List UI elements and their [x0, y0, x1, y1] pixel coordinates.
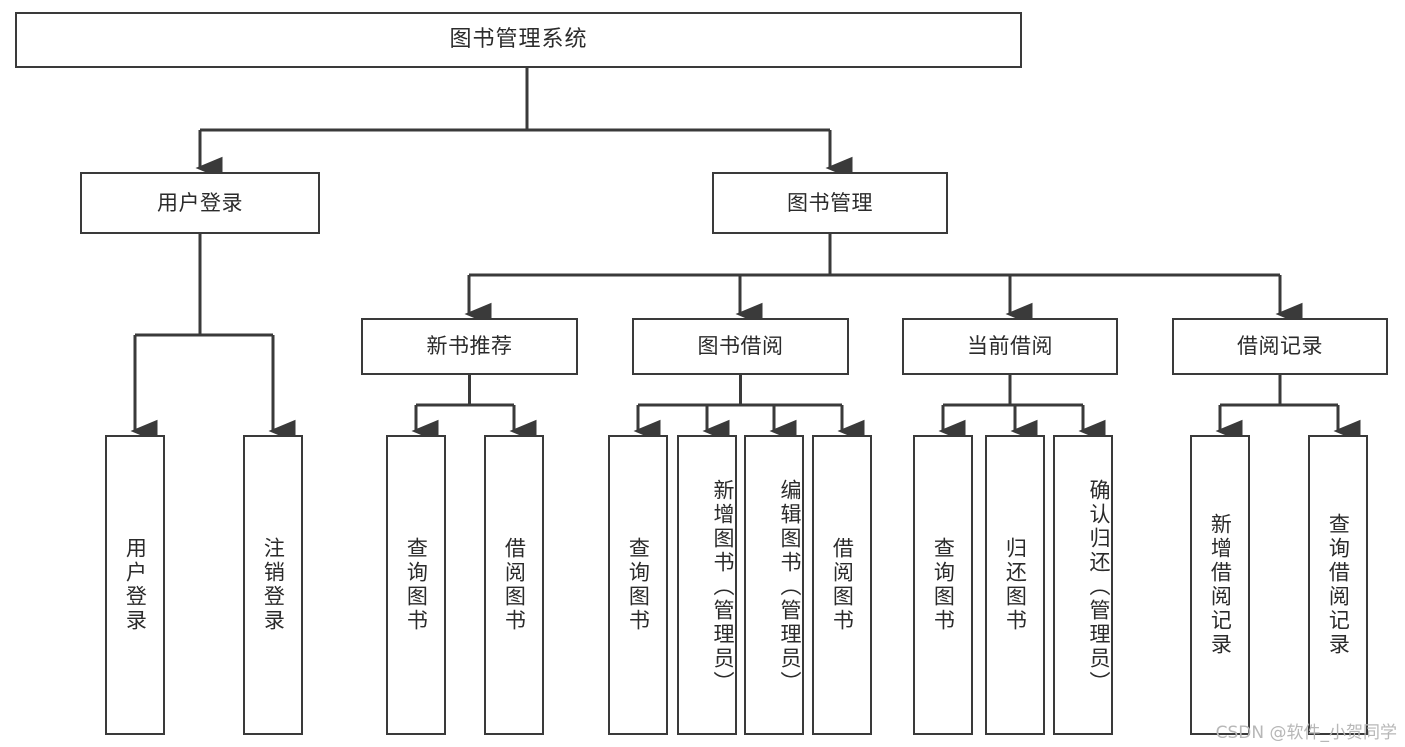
node-label: 确认归还（管理员）	[1087, 479, 1111, 695]
node-leaf-6: 编辑图书（管理员）	[744, 435, 804, 735]
node-level2-1: 图书管理	[712, 172, 948, 234]
node-label: 归还图书	[1003, 537, 1028, 633]
node-label: 查询借阅记录	[1326, 513, 1351, 657]
node-level3-0: 新书推荐	[361, 318, 578, 375]
node-label: 查询图书	[931, 537, 956, 633]
node-leaf-1: 注销登录	[243, 435, 303, 735]
node-label: 查询图书	[626, 537, 651, 633]
node-label: 借阅记录	[1237, 334, 1323, 359]
node-leaf-2: 查询图书	[386, 435, 446, 735]
node-leaf-0: 用户登录	[105, 435, 165, 735]
node-label: 借阅图书	[830, 537, 855, 633]
node-leaf-11: 新增借阅记录	[1190, 435, 1250, 735]
node-leaf-5: 新增图书（管理员）	[677, 435, 737, 735]
node-label: 查询图书	[404, 537, 429, 633]
node-label: 新书推荐	[426, 334, 513, 359]
node-level3-1: 图书借阅	[632, 318, 849, 375]
node-label: 用户登录	[157, 190, 243, 215]
csdn-watermark: CSDN @软件_小贺同学	[1215, 723, 1397, 743]
node-label: 当前借阅	[967, 334, 1053, 359]
node-label: 新增借阅记录	[1208, 513, 1233, 657]
node-leaf-10: 确认归还（管理员）	[1053, 435, 1113, 735]
node-leaf-8: 查询图书	[913, 435, 973, 735]
node-label: 用户登录	[123, 537, 148, 633]
node-leaf-9: 归还图书	[985, 435, 1045, 735]
node-level2-0: 用户登录	[80, 172, 320, 234]
node-label: 借阅图书	[502, 537, 527, 633]
node-level3-2: 当前借阅	[902, 318, 1118, 375]
node-leaf-7: 借阅图书	[812, 435, 872, 735]
node-label: 图书借阅	[697, 334, 784, 359]
node-label: 编辑图书（管理员）	[778, 479, 802, 695]
node-level3-3: 借阅记录	[1172, 318, 1388, 375]
node-root: 图书管理系统	[15, 12, 1022, 68]
node-leaf-4: 查询图书	[608, 435, 668, 735]
node-label: 新增图书（管理员）	[711, 479, 735, 695]
node-leaf-12: 查询借阅记录	[1308, 435, 1368, 735]
node-leaf-3: 借阅图书	[484, 435, 544, 735]
node-label: 注销登录	[261, 537, 286, 633]
node-label: 图书管理	[787, 190, 873, 215]
node-label: 图书管理系统	[449, 27, 588, 53]
